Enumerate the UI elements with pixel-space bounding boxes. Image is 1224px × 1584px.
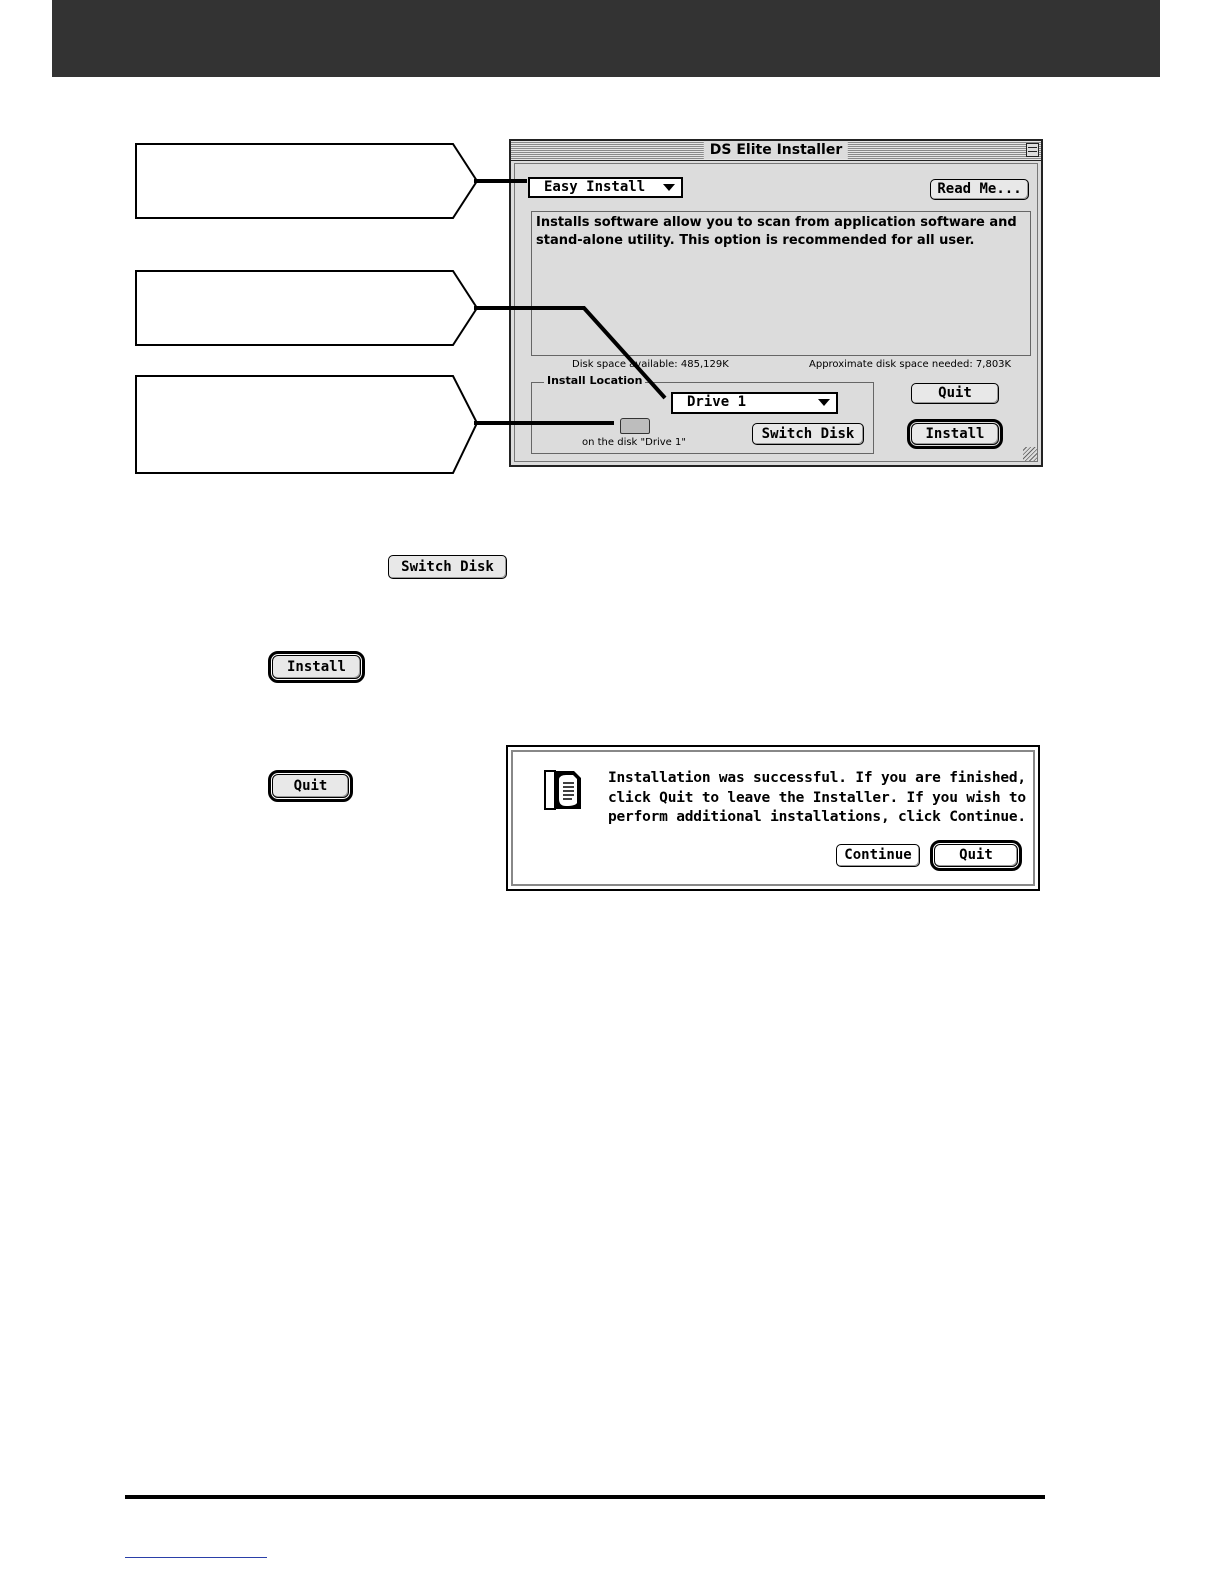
dialog-quit-button[interactable]: Quit (930, 840, 1022, 871)
popup-arrow-icon (663, 184, 675, 191)
resize-grip-icon[interactable] (1023, 447, 1037, 461)
header-bar (52, 0, 1160, 77)
dialog-message-line: click Quit to leave the Installer. If yo… (608, 789, 1026, 806)
installer-window: DS Elite Installer Easy Install Read Me.… (509, 139, 1043, 467)
installation-success-dialog: Installation was successful. If you are … (506, 745, 1040, 891)
popup-arrow-icon (818, 399, 830, 406)
drive-popup[interactable]: Drive 1 (671, 392, 838, 414)
install-location-label: Install Location (544, 374, 646, 387)
callout-box-disk (135, 375, 480, 475)
dialog-message: Installation was successful. If you are … (608, 769, 1028, 828)
callout-box-install-type (135, 143, 480, 220)
quit-button[interactable]: Quit (911, 383, 999, 404)
install-button[interactable]: Install (907, 419, 1003, 449)
dialog-message-line: Installation was successful. If you are … (608, 770, 1026, 786)
installer-content: Easy Install Read Me... Installs softwar… (514, 163, 1038, 462)
disk-available-text: Disk space available: 485,129K (572, 359, 729, 370)
disk-needed-text: Approximate disk space needed: 7,803K (809, 359, 1012, 370)
collapse-box-icon[interactable] (1026, 143, 1039, 157)
dialog-message-line: perform additional installations, click … (608, 809, 1026, 825)
quit-button-illustration[interactable]: Quit (268, 770, 353, 802)
installer-document-icon (544, 770, 581, 810)
continue-button[interactable]: Continue (836, 844, 920, 867)
footer-link-underline[interactable] (125, 1557, 267, 1558)
install-location-group: Install Location Drive 1 on the disk "Dr… (531, 374, 874, 454)
install-type-popup[interactable]: Easy Install (528, 177, 683, 198)
hard-disk-icon (620, 418, 650, 434)
footer-rule (125, 1495, 1045, 1499)
callout-box-drive (135, 270, 480, 347)
switch-disk-button-illustration[interactable]: Switch Disk (388, 555, 507, 579)
description-box: Installs software allow you to scan from… (531, 211, 1031, 356)
install-type-value: Easy Install (544, 179, 646, 195)
install-button-illustration[interactable]: Install (268, 651, 365, 683)
disk-caption: on the disk "Drive 1" (582, 437, 686, 448)
title-bar[interactable]: DS Elite Installer (511, 141, 1041, 161)
description-text: Installs software allow you to scan from… (536, 215, 1017, 248)
read-me-button[interactable]: Read Me... (930, 179, 1029, 200)
window-title: DS Elite Installer (703, 141, 849, 159)
drive-value: Drive 1 (687, 394, 747, 410)
switch-disk-button[interactable]: Switch Disk (752, 423, 864, 445)
